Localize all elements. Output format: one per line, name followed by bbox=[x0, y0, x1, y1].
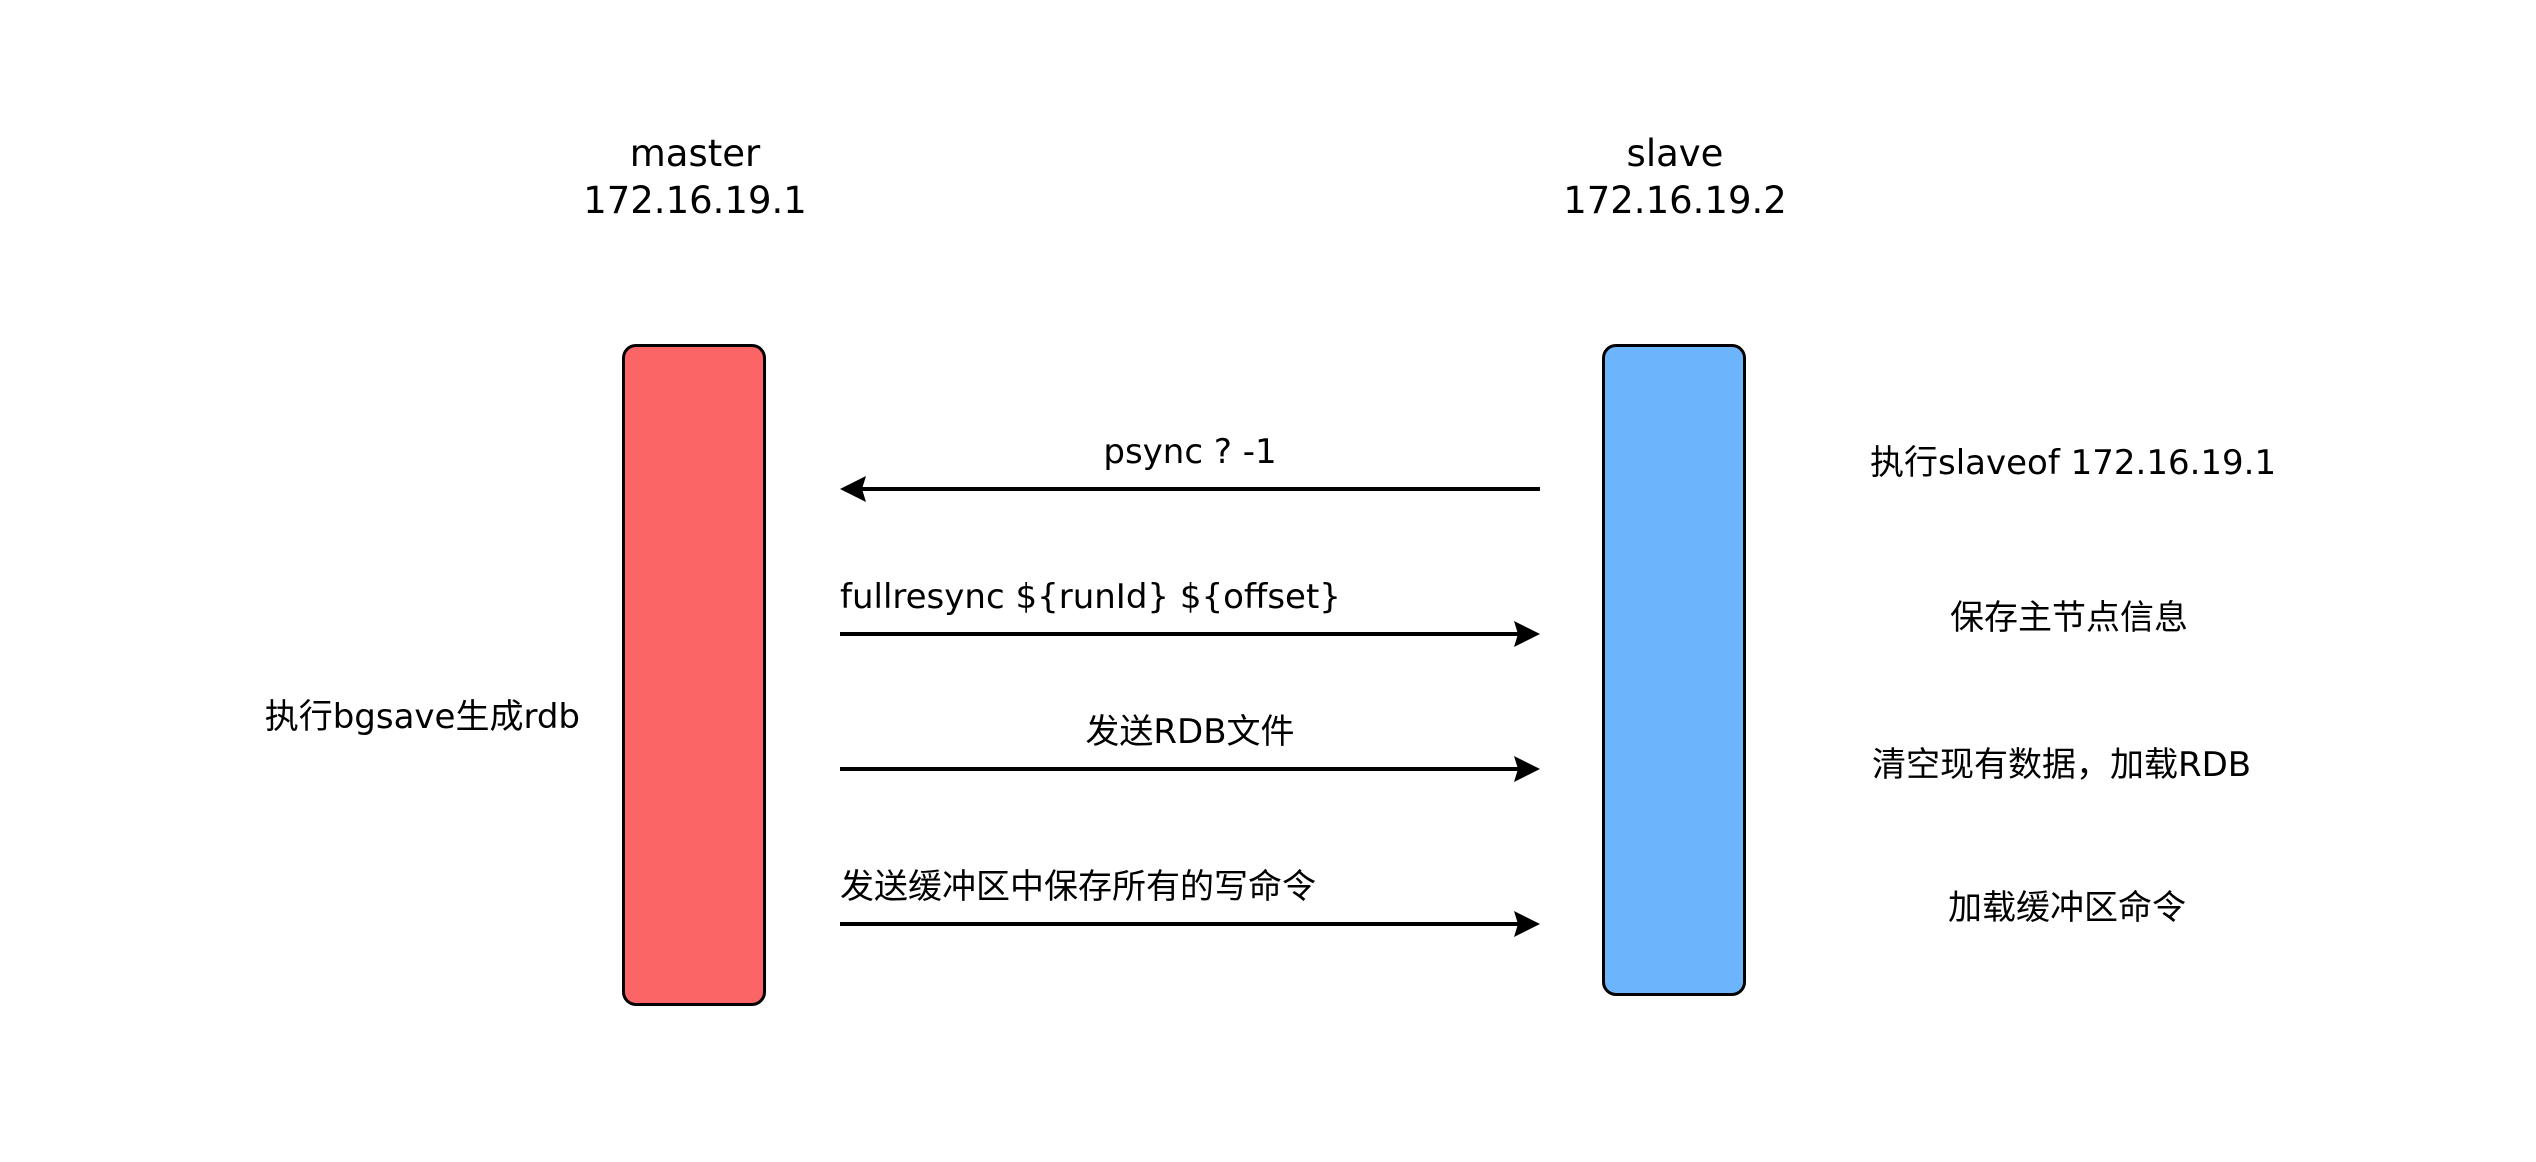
slave-node-ip: 172.16.19.2 bbox=[1563, 179, 1787, 223]
message-send-buffer-commands-arrow-right-icon bbox=[840, 911, 1540, 937]
master-node-title: master 172.16.19.1 bbox=[470, 130, 920, 225]
master-lifeline-box bbox=[622, 344, 766, 1006]
message-fullresync-arrow-right-icon bbox=[840, 621, 1540, 647]
message-psync-label: psync ? -1 bbox=[1103, 431, 1277, 472]
slave-node-title: slave 172.16.19.2 bbox=[1450, 130, 1900, 225]
message-psync-arrow-left-icon bbox=[840, 476, 1540, 502]
slave-node-name: slave bbox=[1626, 132, 1724, 175]
message-send-rdb-label: 发送RDB文件 bbox=[1085, 711, 1295, 752]
slave-note-slaveof: 执行slaveof 172.16.19.1 bbox=[1870, 443, 2277, 483]
message-send-buffer-commands-label: 发送缓冲区中保存所有的写命令 bbox=[840, 866, 1316, 907]
slave-note-save-master-info: 保存主节点信息 bbox=[1950, 598, 2188, 638]
slave-note-flush-load-rdb: 清空现有数据，加载RDB bbox=[1872, 745, 2252, 785]
message-fullresync-label: fullresync ${runId} ${offset} bbox=[840, 576, 1341, 617]
master-note-bgsave: 执行bgsave生成rdb bbox=[264, 697, 580, 737]
master-node-name: master bbox=[629, 132, 761, 175]
slave-note-load-buffer-commands: 加载缓冲区命令 bbox=[1948, 888, 2186, 928]
message-send-rdb-arrow-right-icon bbox=[840, 756, 1540, 782]
master-node-ip: 172.16.19.1 bbox=[583, 179, 807, 223]
slave-lifeline-box bbox=[1602, 344, 1746, 996]
